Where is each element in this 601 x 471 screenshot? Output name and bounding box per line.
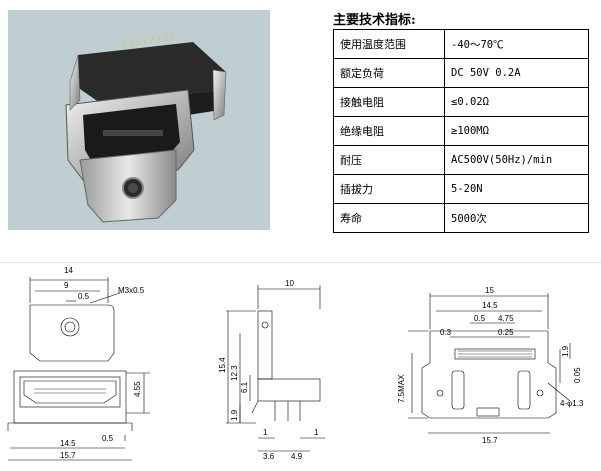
- spec-label: 额定负荷: [333, 58, 445, 88]
- dim-label: 4.55: [133, 381, 142, 397]
- dim-label: 9: [64, 281, 69, 290]
- dim-label: 15: [485, 286, 494, 295]
- spec-value: AC500V(50Hz)/min: [444, 145, 589, 175]
- technical-drawings: 14 9 0.5 M3x0.5 4.55 14.5 0.5 15.7 10 15…: [7, 266, 584, 461]
- footprint-drawing: [408, 293, 571, 434]
- dim-label: 1.9: [561, 345, 570, 357]
- dim-label: 1: [314, 428, 319, 437]
- spec-value: ≤0.02Ω: [444, 87, 589, 117]
- dim-label: 1: [263, 428, 268, 437]
- spec-value: DC 50V 0.2A: [444, 58, 589, 88]
- side-view-drawing: [226, 285, 325, 452]
- spec-value: 5000次: [444, 203, 589, 233]
- spec-row: 使用温度范围-40～70℃: [333, 29, 589, 59]
- dim-label: 1.9: [230, 409, 239, 421]
- dim-label: 0.5: [102, 434, 114, 443]
- dim-label: 14: [64, 266, 73, 275]
- dim-label: 0.5: [474, 314, 486, 323]
- spec-value: ≥100MΩ: [444, 116, 589, 146]
- spec-row: 绝缘电阻≥100MΩ: [333, 116, 589, 146]
- dim-label: 15.7: [482, 436, 498, 445]
- dim-label: M3x0.5: [118, 286, 145, 295]
- dim-label: 15.7: [60, 451, 76, 460]
- spec-value: 5-20N: [444, 174, 589, 204]
- dim-label: 14.5: [482, 301, 498, 310]
- front-view-drawing: [7, 277, 150, 461]
- dim-label: 15.4: [218, 357, 227, 373]
- spec-label: 接触电阻: [333, 87, 445, 117]
- dim-label: 14.5: [60, 439, 76, 448]
- dim-label: 6.1: [240, 381, 249, 393]
- spec-label: 使用温度范围: [333, 29, 445, 59]
- dim-label: 4.9: [291, 452, 303, 461]
- dim-label: 0.25: [498, 328, 514, 337]
- dim-label: 3.6: [263, 452, 275, 461]
- spec-title: 主要技术指标:: [333, 13, 416, 28]
- dim-label: 0.3: [440, 328, 452, 337]
- dim-label: 0.5: [78, 292, 90, 301]
- dim-label: 0.05: [573, 367, 582, 383]
- spec-label: 耐压: [333, 145, 445, 175]
- hdmi-connector-image: [65, 32, 227, 223]
- spec-label: 插拔力: [333, 174, 445, 204]
- product-photo: [8, 10, 270, 230]
- section-divider: [0, 262, 601, 263]
- dim-label: 4-φ1.3: [560, 399, 584, 408]
- spec-value: -40～70℃: [444, 29, 589, 59]
- spec-label: 绝缘电阻: [333, 116, 445, 146]
- dim-label: 12.3: [230, 365, 239, 381]
- dim-label: 7.5MAX: [397, 374, 406, 403]
- dim-label: 10: [285, 279, 294, 288]
- dim-label: 4.75: [498, 314, 514, 323]
- spec-label: 寿命: [333, 203, 445, 233]
- spec-row: 接触电阻≤0.02Ω: [333, 87, 589, 117]
